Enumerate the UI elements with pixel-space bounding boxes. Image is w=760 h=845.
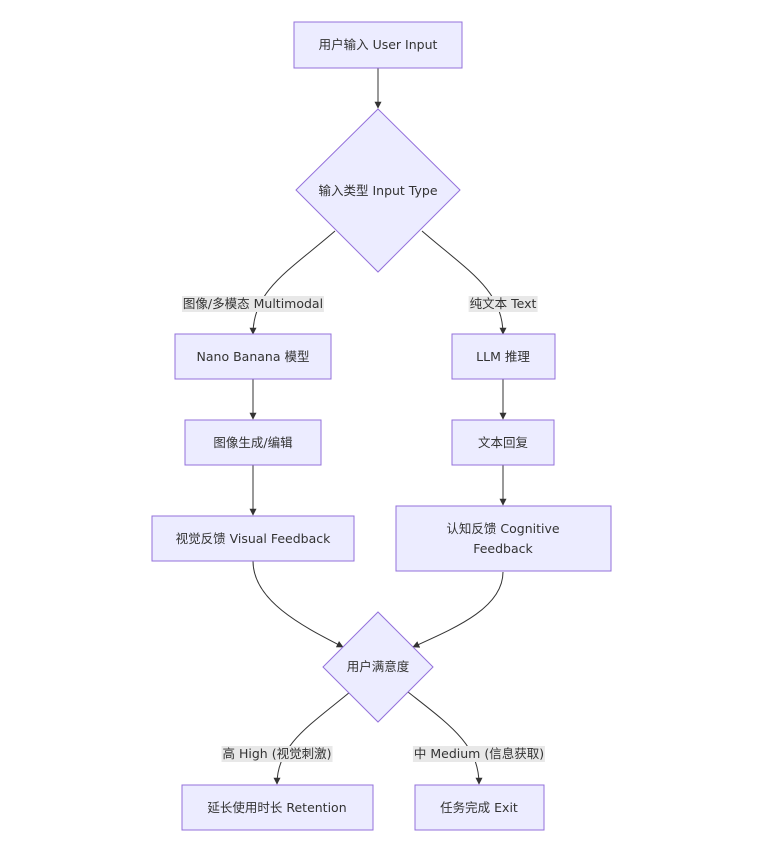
image-gen-node xyxy=(184,419,322,466)
cognitive-feedback-label: 认知反馈 Cognitive Feedback xyxy=(446,521,560,556)
image-gen-label: 图像生成/编辑 xyxy=(213,435,293,450)
satisfaction-label: 用户满意度 xyxy=(346,659,410,674)
user-input-label: 用户输入 User Input xyxy=(318,37,438,52)
edge-satisfaction-to-retention xyxy=(273,691,351,785)
visual-feedback-label: 视觉反馈 Visual Feedback xyxy=(175,531,331,546)
llm-reasoning-node xyxy=(451,333,556,380)
retention-label: 延长使用时长 Retention xyxy=(207,800,347,815)
edge-type-to-nano xyxy=(249,230,336,335)
visual-feedback-node xyxy=(151,515,355,562)
edge-label-multimodal: 图像/多模态 Multimodal xyxy=(181,296,325,312)
satisfaction-decision xyxy=(322,611,434,723)
input-type-label: 输入类型 Input Type xyxy=(318,183,438,198)
text-reply-label: 文本回复 xyxy=(477,435,529,450)
edge-satisfaction-to-exit xyxy=(407,691,483,785)
input-type-decision xyxy=(295,108,461,273)
edge-label-high: 高 High (视觉刺激) xyxy=(221,746,333,762)
exit-node xyxy=(414,784,545,831)
text-reply-node xyxy=(451,419,555,466)
retention-node xyxy=(181,784,374,831)
llm-reasoning-label: LLM 推理 xyxy=(476,349,530,364)
nano-banana-node xyxy=(174,333,332,380)
edge-label-text: 纯文本 Text xyxy=(468,296,538,312)
edge-label-medium: 中 Medium (信息获取) xyxy=(412,746,546,762)
cognitive-feedback-node xyxy=(395,505,612,572)
nano-banana-label: Nano Banana 模型 xyxy=(196,349,310,364)
edge-visual-to-satisfaction xyxy=(252,560,344,648)
user-input-node xyxy=(293,21,463,69)
edge-cognitive-to-satisfaction xyxy=(412,571,504,648)
exit-label: 任务完成 Exit xyxy=(440,800,518,815)
edge-type-to-llm xyxy=(421,230,507,335)
